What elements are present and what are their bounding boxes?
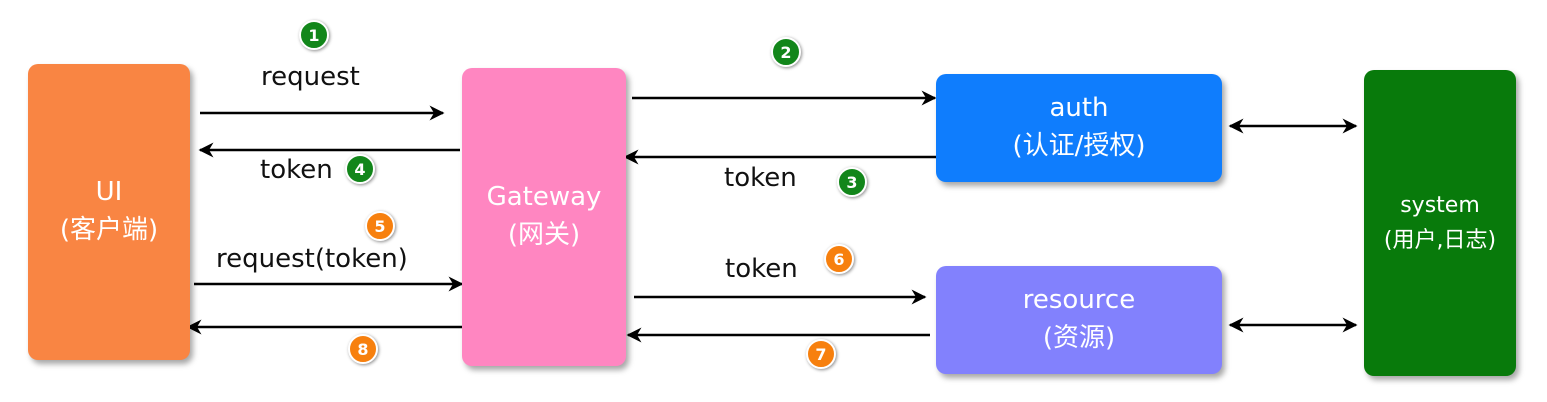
system-node: system (用户,日志) bbox=[1364, 70, 1516, 376]
auth-subtitle: (认证/授权) bbox=[1012, 131, 1146, 161]
edge-label-request-token: request(token) bbox=[216, 244, 408, 274]
system-title: system bbox=[1400, 192, 1480, 218]
step-badge-4: 4 bbox=[345, 154, 375, 184]
edge-label-token-to-resource: token bbox=[725, 254, 798, 284]
edge-label-token-to-ui: token bbox=[260, 155, 333, 185]
client-ui-subtitle: (客户端) bbox=[59, 215, 159, 245]
step-badge-6: 6 bbox=[824, 244, 854, 274]
step-badge-8: 8 bbox=[348, 334, 378, 364]
step-badge-3: 3 bbox=[837, 167, 867, 197]
step-badge-5: 5 bbox=[365, 211, 395, 241]
edge-label-request: request bbox=[261, 62, 360, 92]
client-ui-node: UI (客户端) bbox=[28, 64, 190, 360]
step-badge-1: 1 bbox=[299, 20, 329, 50]
step-badge-2: 2 bbox=[771, 37, 801, 67]
client-ui-title: UI bbox=[95, 177, 123, 208]
gateway-subtitle: (网关) bbox=[507, 220, 581, 250]
gateway-node: Gateway (网关) bbox=[462, 68, 626, 366]
resource-node: resource (资源) bbox=[936, 266, 1222, 374]
system-subtitle: (用户,日志) bbox=[1383, 228, 1497, 253]
auth-title: auth bbox=[1049, 93, 1109, 124]
edge-label-token-from-auth: token bbox=[724, 163, 797, 193]
resource-subtitle: (资源) bbox=[1042, 323, 1116, 353]
step-badge-7: 7 bbox=[806, 339, 836, 369]
resource-title: resource bbox=[1022, 285, 1136, 316]
gateway-title: Gateway bbox=[486, 182, 602, 213]
auth-node: auth (认证/授权) bbox=[936, 74, 1222, 182]
